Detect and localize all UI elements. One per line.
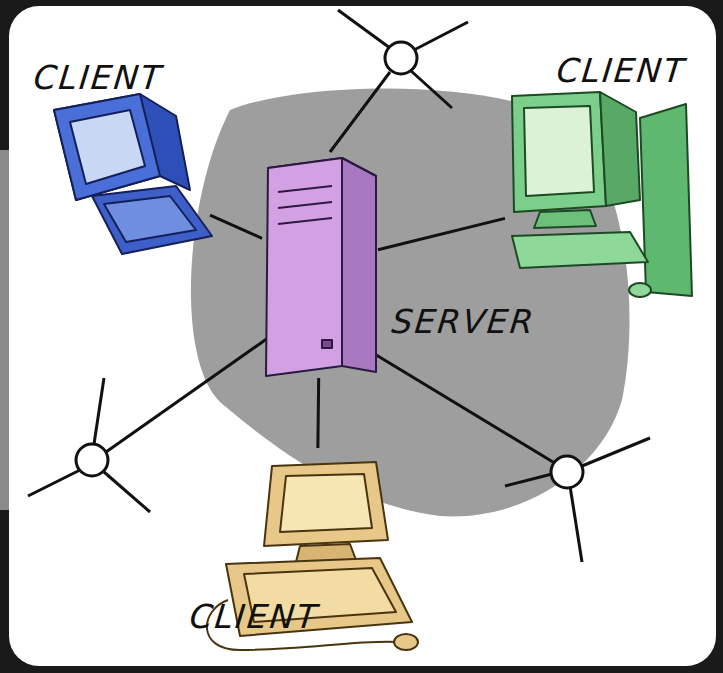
spoke-line (414, 22, 468, 50)
monitor-screen (70, 110, 145, 184)
spoke-line (570, 486, 582, 562)
client-computer (512, 92, 692, 297)
keyboard (512, 232, 648, 268)
network-spokes (28, 10, 650, 562)
monitor-front (512, 92, 606, 212)
server-tower (266, 158, 376, 376)
spoke-line (368, 350, 553, 462)
network-node-circle (76, 444, 108, 476)
client-computer-box: CLIENT (218, 448, 416, 598)
client-computer-box: CLIENT (505, 90, 695, 300)
monitor-front (54, 94, 160, 200)
client-computer (54, 94, 212, 254)
spoke-line (338, 10, 390, 48)
tower-side (640, 104, 692, 296)
network-link (210, 215, 262, 238)
mouse (394, 634, 418, 650)
keyboard-keys (104, 196, 196, 242)
network-node-circle (551, 456, 583, 488)
spoke-line (330, 72, 390, 152)
node-label: CLIENT (32, 61, 164, 94)
spoke-line (28, 470, 80, 496)
monitor-front (264, 462, 388, 546)
spoke-line (505, 474, 552, 486)
mouse (629, 283, 651, 297)
network-link (378, 218, 505, 249)
server-front (266, 158, 342, 376)
network-node-circle (385, 42, 417, 74)
spoke-line (582, 438, 650, 466)
canvas-background (9, 6, 716, 666)
node-label: SERVER (390, 305, 537, 338)
monitor-body (54, 94, 190, 200)
server-side (342, 158, 376, 372)
spoke-line (104, 472, 150, 512)
monitor-side (600, 92, 640, 206)
network-link (316, 378, 320, 448)
server-box: SERVER (262, 150, 378, 378)
monitor-stand (534, 210, 596, 228)
monitor-screen (280, 474, 372, 532)
keyboard (92, 186, 212, 254)
spoke-line (94, 378, 104, 444)
client-computer-box: CLIENT (40, 95, 210, 260)
spoke-line (106, 338, 268, 452)
drive-bay (278, 218, 332, 224)
power-button (322, 340, 332, 348)
drive-bay (278, 186, 332, 192)
monitor-screen (524, 106, 594, 196)
drive-bay (278, 202, 332, 208)
node-label: CLIENT (188, 600, 320, 633)
network-blob (191, 88, 630, 516)
spoke-line (410, 70, 452, 108)
node-label: CLIENT (555, 54, 687, 87)
